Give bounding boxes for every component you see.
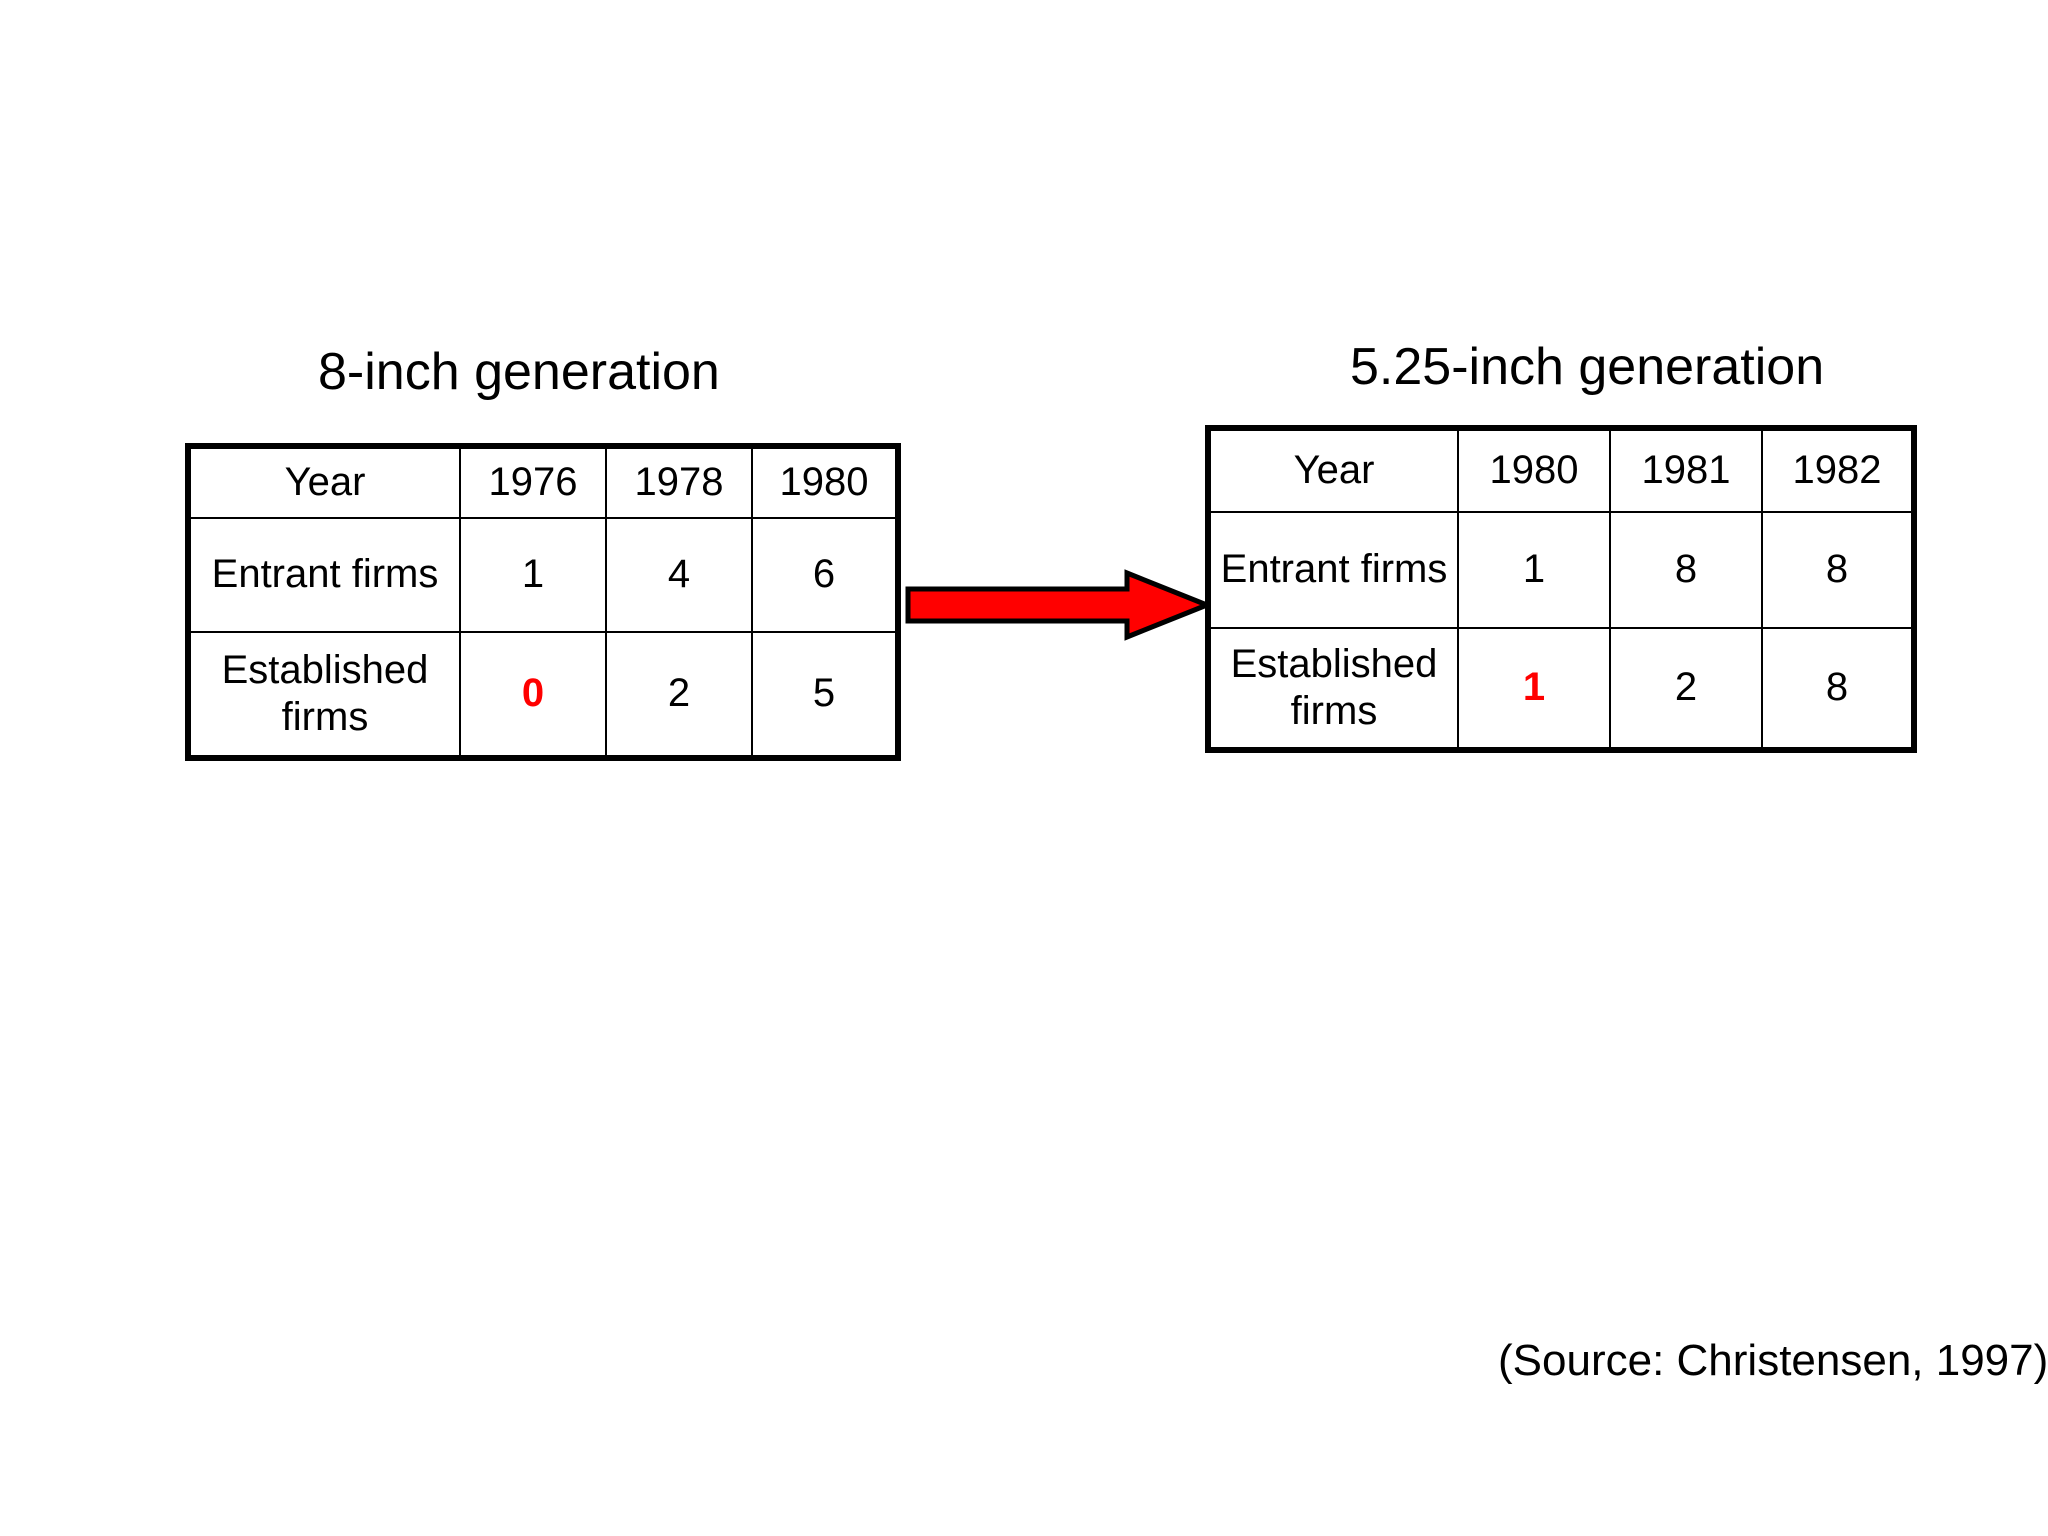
- year-cell-2: 1978: [605, 445, 753, 519]
- row-header-entrant-firms: Entrant firms: [187, 517, 461, 633]
- year-cell-1: 1976: [459, 445, 607, 519]
- entrant-value-3: 8: [1761, 511, 1915, 629]
- table-row-year: Year 1976 1978 1980: [187, 445, 899, 519]
- established-value-1-highlighted: 0: [459, 631, 607, 759]
- entrant-value-2: 8: [1609, 511, 1763, 629]
- established-value-3: 5: [751, 631, 899, 759]
- row-header-established-firms: Established firms: [187, 631, 461, 759]
- established-value-2: 2: [1609, 627, 1763, 751]
- table-row-established-firms: Established firms 0 2 5: [187, 631, 899, 759]
- year-cell-2: 1981: [1609, 427, 1763, 513]
- table-row-year: Year 1980 1981 1982: [1207, 427, 1915, 513]
- entrant-value-2: 4: [605, 517, 753, 633]
- row-header-year: Year: [187, 445, 461, 519]
- year-cell-1: 1980: [1457, 427, 1611, 513]
- row-header-year: Year: [1207, 427, 1459, 513]
- left-generation-title: 8-inch generation: [318, 343, 720, 401]
- established-value-3: 8: [1761, 627, 1915, 751]
- entrant-value-3: 6: [751, 517, 899, 633]
- entrant-value-1: 1: [459, 517, 607, 633]
- established-value-2: 2: [605, 631, 753, 759]
- year-cell-3: 1980: [751, 445, 899, 519]
- table-row-established-firms: Established firms 1 2 8: [1207, 627, 1915, 751]
- established-value-1-highlighted: 1: [1457, 627, 1611, 751]
- row-header-established-firms: Established firms: [1207, 627, 1459, 751]
- table-5-25inch-generation: Year 1980 1981 1982 Entrant firms 1 8 8 …: [1205, 425, 1917, 753]
- right-generation-title: 5.25-inch generation: [1350, 338, 1825, 396]
- entrant-value-1: 1: [1457, 511, 1611, 629]
- table-row-entrant-firms: Entrant firms 1 8 8: [1207, 511, 1915, 629]
- row-header-entrant-firms: Entrant firms: [1207, 511, 1459, 629]
- table-row-entrant-firms: Entrant firms 1 4 6: [187, 517, 899, 633]
- table-8inch-generation: Year 1976 1978 1980 Entrant firms 1 4 6 …: [185, 443, 901, 761]
- year-cell-3: 1982: [1761, 427, 1915, 513]
- source-attribution: (Source: Christensen, 1997): [1498, 1336, 2048, 1385]
- transition-arrow-icon: [905, 565, 1214, 645]
